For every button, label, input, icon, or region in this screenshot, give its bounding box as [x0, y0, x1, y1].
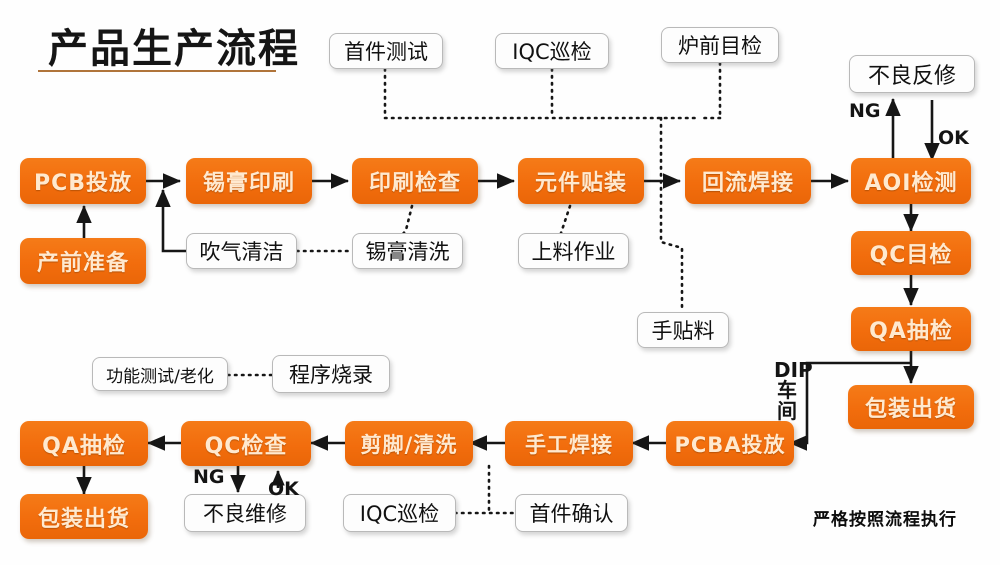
- annotation-label: 炉前目检: [678, 34, 762, 58]
- annotation-label: 功能测试/老化: [106, 366, 214, 387]
- annotation-pre-furnace-check[interactable]: 炉前目检: [661, 27, 779, 63]
- annotation-label: 不良反修: [867, 64, 956, 89]
- node-label: PCB投放: [33, 171, 133, 196]
- annotation-hand-place-parts[interactable]: 手贴料: [637, 312, 729, 348]
- node-label: 产前准备: [36, 251, 129, 276]
- node-label: 元件贴装: [534, 171, 627, 196]
- wire-mount-to-feeding: [558, 204, 572, 238]
- node-label: QA抽检: [869, 319, 953, 344]
- edge-label-aoi-ng: NG: [849, 100, 881, 122]
- node-label: AOI检测: [864, 171, 958, 196]
- annotation-label: 首件测试: [344, 40, 428, 64]
- edge-label-qc-ng: NG: [193, 466, 225, 488]
- node-qa-sample-2[interactable]: QA抽检: [20, 421, 148, 466]
- annotation-label: 上料作业: [531, 240, 616, 264]
- node-label: 印刷检查: [368, 171, 461, 196]
- node-component-mount[interactable]: 元件贴装: [518, 158, 644, 204]
- node-label: QA抽检: [42, 433, 126, 459]
- node-print-check[interactable]: 印刷检查: [352, 158, 478, 204]
- annotation-iqc-patrol-bottom[interactable]: IQC巡检: [343, 494, 456, 532]
- annotation-defect-rework[interactable]: 不良反修: [849, 55, 975, 93]
- node-label: 包装出货: [864, 397, 957, 422]
- node-label: PCBA投放: [674, 432, 786, 457]
- node-hand-solder[interactable]: 手工焊接: [505, 421, 633, 466]
- node-pcba-input[interactable]: PCBA投放: [666, 421, 794, 466]
- node-qc-check[interactable]: QC检查: [181, 421, 311, 466]
- annotation-first-article-conf[interactable]: 首件确认: [515, 494, 628, 532]
- node-label: 剪脚/清洗: [360, 432, 458, 457]
- page-title: 产品生产流程: [48, 26, 300, 72]
- wire-bus-to-handplace: [659, 116, 684, 314]
- node-label: QC目检: [869, 243, 953, 268]
- node-label: 锡膏印刷: [202, 171, 295, 196]
- node-cut-clean[interactable]: 剪脚/清洗: [345, 421, 473, 466]
- annotation-function-test-aging[interactable]: 功能测试/老化: [92, 357, 228, 391]
- annotation-solder-paste-wash[interactable]: 锡膏清洗: [352, 233, 463, 269]
- annotation-air-blow-clean[interactable]: 吹气清洁: [186, 233, 297, 269]
- annotation-label: 首件确认: [529, 502, 614, 526]
- annotation-defect-repair[interactable]: 不良维修: [184, 494, 306, 532]
- node-pack-ship-2[interactable]: 包装出货: [20, 494, 148, 539]
- annotation-first-article-test[interactable]: 首件测试: [329, 33, 443, 69]
- annotation-label: 程序烧录: [289, 363, 373, 387]
- node-label: QC检查: [204, 433, 288, 459]
- node-aoi-check[interactable]: AOI检测: [851, 158, 971, 204]
- annotation-label: 手贴料: [651, 319, 715, 343]
- title-underline: [38, 70, 276, 72]
- edge-label-aoi-ok: OK: [938, 127, 969, 149]
- annotation-label: 不良维修: [203, 502, 287, 526]
- node-label: 手工焊接: [525, 432, 613, 457]
- node-qc-visual[interactable]: QC目检: [851, 231, 971, 275]
- annotation-iqc-patrol-top[interactable]: IQC巡检: [495, 33, 609, 69]
- annotation-label: 吹气清洁: [199, 240, 284, 264]
- node-label: 包装出货: [37, 506, 130, 532]
- node-label: 回流焊接: [701, 171, 794, 196]
- annotation-program-burn[interactable]: 程序烧录: [272, 355, 390, 393]
- annotation-label: 锡膏清洗: [365, 240, 450, 264]
- node-pcb-input[interactable]: PCB投放: [20, 158, 146, 204]
- annotation-feeding-work[interactable]: 上料作业: [518, 233, 629, 269]
- annotation-label: IQC巡检: [359, 502, 440, 526]
- node-qa-sample[interactable]: QA抽检: [851, 307, 971, 351]
- node-pack-ship[interactable]: 包装出货: [848, 385, 974, 429]
- node-solder-print[interactable]: 锡膏印刷: [186, 158, 312, 204]
- wire-blow-to-link: [155, 188, 186, 253]
- node-reflow-solder[interactable]: 回流焊接: [685, 158, 811, 204]
- edge-label-dip-workshop: DIP车间: [774, 358, 813, 423]
- annotation-label: IQC巡检: [512, 40, 592, 64]
- node-pre-production[interactable]: 产前准备: [20, 238, 146, 284]
- edge-label-qc-ok: OK: [268, 478, 299, 500]
- footer-note: 严格按照流程执行: [813, 510, 957, 530]
